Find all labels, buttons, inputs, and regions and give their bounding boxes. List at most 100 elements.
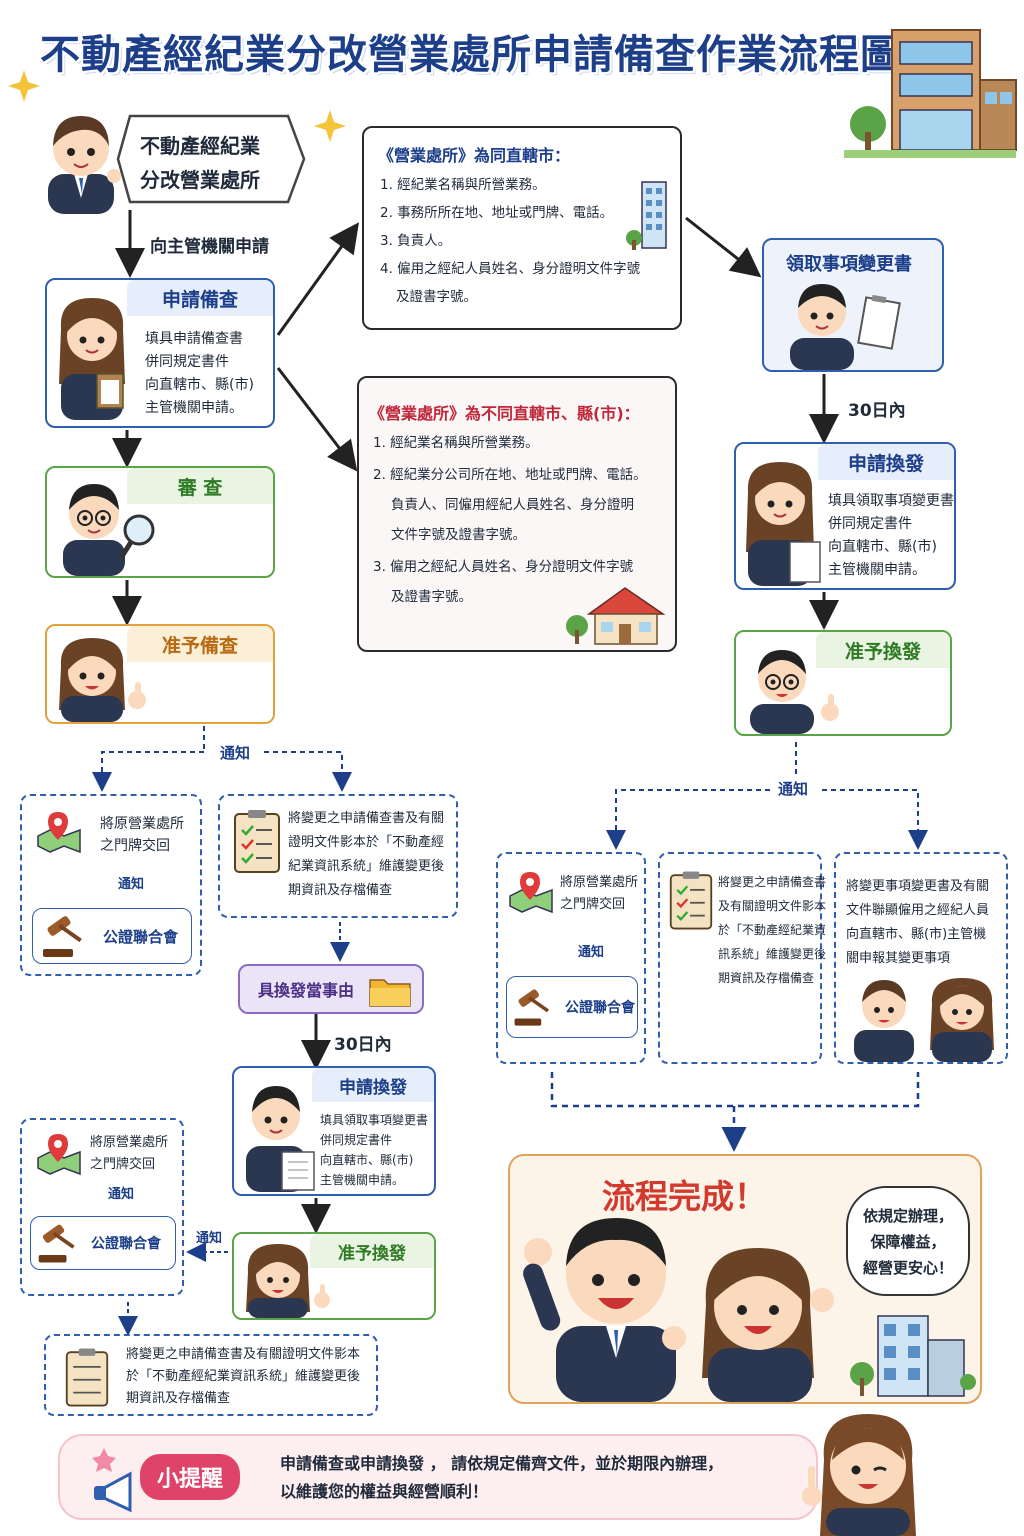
tower-building-icon <box>626 181 667 250</box>
left-plate-line-2: 之門牌交回 <box>100 838 170 854</box>
right-apply-reissue-line-4: 主管機關申請。 <box>828 562 926 578</box>
left-notary-association: 公證聯合會 <box>32 908 192 964</box>
left-apply-reissue-line-4: 主管機關申請。 <box>320 1173 405 1187</box>
encouragement-bubble: 依規定辦理， 保障權益， 經營更安心！ <box>846 1186 970 1296</box>
left-approve-reissue-box: 准予換發 <box>232 1232 436 1320</box>
checklist-icon-2 <box>65 1348 109 1407</box>
start-line-1: 不動產經紀業 <box>140 134 260 158</box>
right-approve-reissue-heading: 准予換發 <box>816 632 950 668</box>
right-approve-reissue-box: 准予換發 <box>734 630 952 736</box>
reissue-reason-box: 具換發當事由 <box>238 964 424 1014</box>
right-system-line-4: 訊系統」維護變更後 <box>718 947 827 961</box>
same-city-item-4: 4. 僱用之經紀人員姓名、身分證明文件字號 <box>380 261 641 277</box>
bottom-plate-line-2: 之門牌交回 <box>90 1157 156 1172</box>
right-report-change-box: 將變更事項變更書及有關 文件聯顯僱用之經紀人員 向直轄市、縣(市)主管機 關申報… <box>834 852 1008 1064</box>
right-notary-association: 公證聯合會 <box>506 976 638 1038</box>
approve-filing-box: 准予備查 <box>45 624 275 724</box>
checklist-icon <box>234 810 280 873</box>
bottom-system-update-box: 將變更之申請備查書及有關證明文件影本 於「不動產經紀業資訊系統」維護變更後 期資… <box>44 1334 378 1416</box>
apply-filing-line-4: 主管機關申請。 <box>145 400 243 416</box>
receive-change-heading: 領取事項變更書 <box>786 254 912 275</box>
process-complete-title: 流程完成！ <box>602 1177 767 1216</box>
diff-city-item-2: 2. 經紀業分公司所在地、地址或門牌、電話。 <box>373 467 647 483</box>
magnifier-man-avatar <box>63 484 155 576</box>
start-sign: 不動產經紀業 分改營業處所 <box>116 112 308 206</box>
bottom-system-line-1: 將變更之申請備查書及有關證明文件影本 <box>126 1347 361 1362</box>
reissue-reason-label: 具換發當事由 <box>258 981 355 1000</box>
left-notary-association-label: 公證聯合會 <box>103 927 179 946</box>
apply-filing-box: 申請備查 填具申請備查書 併同規定書件 向直轄市、縣(市) 主管機關申請。 <box>45 278 275 428</box>
right-apply-reissue-line-3: 向直轄市、縣(市) <box>828 539 937 555</box>
right-report-line-2: 文件聯顯僱用之經紀人員 <box>846 903 990 918</box>
receive-change-box: 領取事項變更書 <box>762 238 944 372</box>
left-system-line-2: 證明文件影本於「不動產經 <box>288 835 445 850</box>
right-30-days-label: 30日內 <box>848 401 906 421</box>
review-box: 審 查 <box>45 466 275 578</box>
woman-clipboard-avatar <box>59 298 125 420</box>
bottom-plate-notify: 通知 <box>108 1187 135 1202</box>
thumbs-up-woman-avatar-2 <box>246 1244 330 1318</box>
folder-icon <box>369 979 411 1007</box>
left-plate-return-box: 將原營業處所 之門牌交回 通知 公證聯合會 <box>20 794 202 976</box>
woman-document-avatar <box>746 462 821 586</box>
tip-badge: 小提醒 <box>140 1454 240 1500</box>
apply-filing-line-3: 向直轄市、縣(市) <box>145 377 254 393</box>
bottom-notary-association: 公證聯合會 <box>30 1216 176 1270</box>
tip-line-1: 申請備查或申請換發 ， 請依規定備齊文件，並於期限內辦理， <box>280 1454 724 1473</box>
bottom-system-line-2: 於「不動產經紀業資訊系統」維護變更後 <box>126 1369 361 1384</box>
bottom-system-line-3: 期資訊及存檔備查 <box>126 1391 231 1406</box>
right-plate-notify: 通知 <box>578 945 605 960</box>
bottom-plate-line-1: 將原營業處所 <box>90 1135 169 1150</box>
diff-city-item-2-cont-a: 負責人、同僱用經紀人員姓名、身分證明 <box>391 497 634 513</box>
map-pin-icon <box>37 812 81 854</box>
glasses-man-thumbs-avatar <box>750 650 839 734</box>
same-city-title: 《營業處所》為同直轄市： <box>378 146 571 165</box>
same-city-item-4-cont: 及證書字號。 <box>396 289 477 305</box>
left-apply-reissue-heading: 申請換發 <box>312 1068 434 1102</box>
right-plate-line-1: 將原營業處所 <box>560 875 639 890</box>
bubble-line-2: 保障權益， <box>870 1233 946 1251</box>
tip-line-2: 以維護您的權益與經營順利！ <box>280 1482 489 1501</box>
right-apply-reissue-line-1: 填具領取事項變更書 <box>828 493 954 509</box>
checklist-icon-3 <box>669 871 713 930</box>
gavel-icon-2 <box>38 1224 75 1263</box>
approve-filing-heading: 准予備查 <box>127 626 273 662</box>
celebrating-staff-avatar <box>523 1218 834 1402</box>
left-system-line-1: 將變更之申請備查書及有關 <box>288 811 445 826</box>
process-complete-panel: 流程完成！ 依規定辦理， 保障權益， 經營更安心！ <box>508 1154 982 1404</box>
bottom-notary-association-label: 公證聯合會 <box>91 1236 161 1252</box>
diff-city-item-2-cont-b: 文件字號及證書字號。 <box>391 527 526 543</box>
right-notify-label: 通知 <box>778 780 809 798</box>
left-apply-reissue-line-3: 向直轄市、縣(市) <box>320 1153 414 1167</box>
right-report-line-4: 關申報其變更事項 <box>846 951 951 966</box>
right-plate-line-2: 之門牌交回 <box>560 897 626 912</box>
diff-city-item-3: 3. 僱用之經紀人員姓名、身分證明文件字號 <box>373 559 634 575</box>
right-notary-association-label: 公證聯合會 <box>565 1000 635 1016</box>
bottom-side-notify: 通知 <box>196 1231 223 1246</box>
tip-banner: 小提醒 申請備查或申請換發 ， 請依規定備齊文件，並於期限內辦理， 以維護您的權… <box>58 1434 818 1520</box>
right-report-line-3: 向直轄市、縣(市)主管機 <box>846 927 987 942</box>
diff-city-title: 《營業處所》為不同直轄市、縣(市)： <box>369 404 640 423</box>
left-notify-label: 通知 <box>220 744 251 762</box>
businessman-avatar <box>48 116 121 214</box>
two-staff-avatar <box>854 978 994 1062</box>
left-apply-reissue-box: 申請換發 填具領取事項變更書 併同規定書件 向直轄市、縣(市) 主管機關申請。 <box>232 1066 436 1196</box>
house-icon <box>566 587 666 645</box>
right-system-line-1: 將變更之申請備查書 <box>718 875 827 889</box>
same-city-item-3: 3. 負責人。 <box>380 233 452 249</box>
left-system-line-4: 期資訊及存檔備查 <box>288 883 393 898</box>
bottom-plate-return-box: 將原營業處所 之門牌交回 通知 公證聯合會 <box>20 1118 184 1296</box>
right-report-line-1: 將變更事項變更書及有關 <box>846 879 990 894</box>
left-system-line-3: 紀業資訊系統」維護變更後 <box>288 859 445 874</box>
review-heading: 審 查 <box>127 468 273 504</box>
right-apply-reissue-line-2: 併同規定書件 <box>828 516 912 532</box>
apply-filing-heading: 申請備查 <box>127 280 273 316</box>
map-pin-icon-3 <box>509 872 553 914</box>
apply-filing-line-2: 併同規定書件 <box>145 354 229 370</box>
same-city-info-box: 《營業處所》為同直轄市： 1. 經紀業名稱與所營業務。 2. 事務所所在地、地址… <box>362 126 682 330</box>
gavel-icon-3 <box>514 989 550 1026</box>
thumbs-up-woman-avatar <box>59 638 146 722</box>
right-apply-reissue-heading: 申請換發 <box>818 444 954 480</box>
same-city-item-2: 2. 事務所所在地、地址或門牌、電話。 <box>380 205 614 221</box>
left-30-days-label: 30日內 <box>334 1035 392 1055</box>
